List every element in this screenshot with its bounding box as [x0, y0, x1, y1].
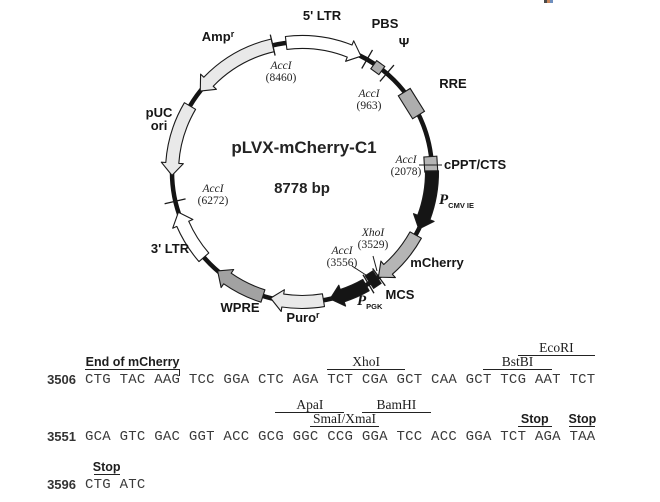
feature-label-wpre: WPRE: [220, 300, 260, 315]
feature-label-cppt: cPPT/CTS: [444, 157, 507, 172]
feature-label-pbs: PBS: [371, 16, 399, 31]
site-tick-acc8460: [269, 34, 276, 56]
leader-xho3529: [372, 255, 378, 272]
feature-wpre: [217, 268, 266, 303]
site-label-acc963: AccI(963): [356, 88, 382, 112]
annotation-underline: [309, 426, 380, 427]
site-tick-acc6272: [164, 198, 186, 205]
feature-label-ltr5: 5' LTR: [302, 8, 342, 23]
feature-mcherry: [377, 231, 422, 279]
feature-label-puro: Puror: [286, 310, 320, 325]
annotation-label: Stop: [568, 412, 597, 426]
plasmid-size-label: 8778 bp: [274, 180, 330, 197]
sequence-bases: CTG ATC: [85, 477, 146, 493]
feature-cppt: [423, 155, 439, 173]
annotation-underline: [275, 412, 345, 413]
annotation-label: ApaI: [296, 397, 324, 412]
feature-box-mcs: [364, 270, 382, 290]
annotation-underline: [517, 426, 553, 427]
feature-mcs: [364, 270, 382, 290]
page-edge-artifact-pixel: [544, 0, 547, 3]
feature-ltr3: [172, 211, 210, 263]
feature-label-mcherry: mCherry: [410, 255, 464, 270]
site-label-acc2078: AccI(2078): [390, 154, 422, 178]
feature-puro: [270, 289, 326, 313]
page-edge-artifact-pixel: [550, 0, 553, 3]
annotation-label: Stop: [520, 412, 549, 426]
feature-label-mcs: MCS: [385, 287, 415, 302]
leader-acc3556: [351, 265, 370, 278]
feature-amp: [199, 38, 275, 92]
feature-label-pcmv: PCMV IE: [439, 192, 475, 211]
feature-box-cppt: [423, 155, 439, 173]
sequence-position: 3506: [47, 372, 76, 387]
feature-psi: [370, 59, 386, 76]
sequence-bases: CTG TAC AAG TCC GGA CTC AGA TCT CGA GCT …: [85, 372, 596, 388]
sequence-position: 3551: [47, 429, 76, 444]
feature-box-psi: [370, 59, 386, 76]
feature-tick-pbs: [361, 49, 374, 69]
site-label-acc3556: AccI(3556): [326, 245, 358, 269]
site-tick-acc963: [379, 64, 395, 82]
page-edge-artifact-pixel: [547, 0, 550, 3]
annotation-underline: [517, 355, 596, 356]
feature-label-ltr3: 3' LTR: [150, 241, 190, 256]
site-tick-xho3529: [372, 268, 386, 287]
feature-label-rre: RRE: [439, 76, 467, 91]
annotation-label: BamHI: [376, 397, 417, 412]
feature-puc: [160, 102, 197, 176]
annotation-underline: [569, 426, 596, 427]
feature-ppgk: [329, 278, 370, 307]
site-label-xho3529: XhoI(3529): [357, 227, 389, 251]
feature-box-rre: [397, 87, 426, 120]
feature-rre: [397, 87, 426, 120]
feature-ltr5: [284, 34, 362, 62]
sequence-position: 3596: [47, 477, 76, 492]
annotation-label: XhoI: [352, 354, 380, 369]
annotation-label: BstBI: [501, 354, 534, 369]
plasmid-title: pLVX-mCherry-C1: [231, 138, 377, 157]
underline-end-tick: [179, 370, 181, 376]
site-label-acc6272: AccI(6272): [197, 183, 229, 207]
site-label-acc8460: AccI(8460): [265, 60, 297, 84]
feature-label-amp: Ampr: [201, 29, 235, 44]
annotation-label: Stop: [92, 460, 121, 474]
annotation-label: End of mCherry: [85, 355, 180, 369]
annotation-underline: [93, 474, 120, 475]
annotation-label: EcoRI: [539, 340, 574, 355]
feature-pcmv: [412, 170, 440, 230]
feature-label-ppgk: PPGK: [357, 293, 383, 312]
site-tick-acc3556: [362, 274, 375, 294]
annotation-underline: [327, 369, 406, 370]
annotation-underline: [85, 369, 181, 376]
feature-label-psi: Ψ: [398, 35, 410, 50]
sequence-bases: GCA GTC GAC GGT ACC GCG GGC CCG GGA TCC …: [85, 429, 596, 445]
annotation-label: SmaI/XmaI: [313, 411, 376, 426]
annotation-underline: [482, 369, 553, 370]
annotation-underline: [361, 412, 431, 413]
